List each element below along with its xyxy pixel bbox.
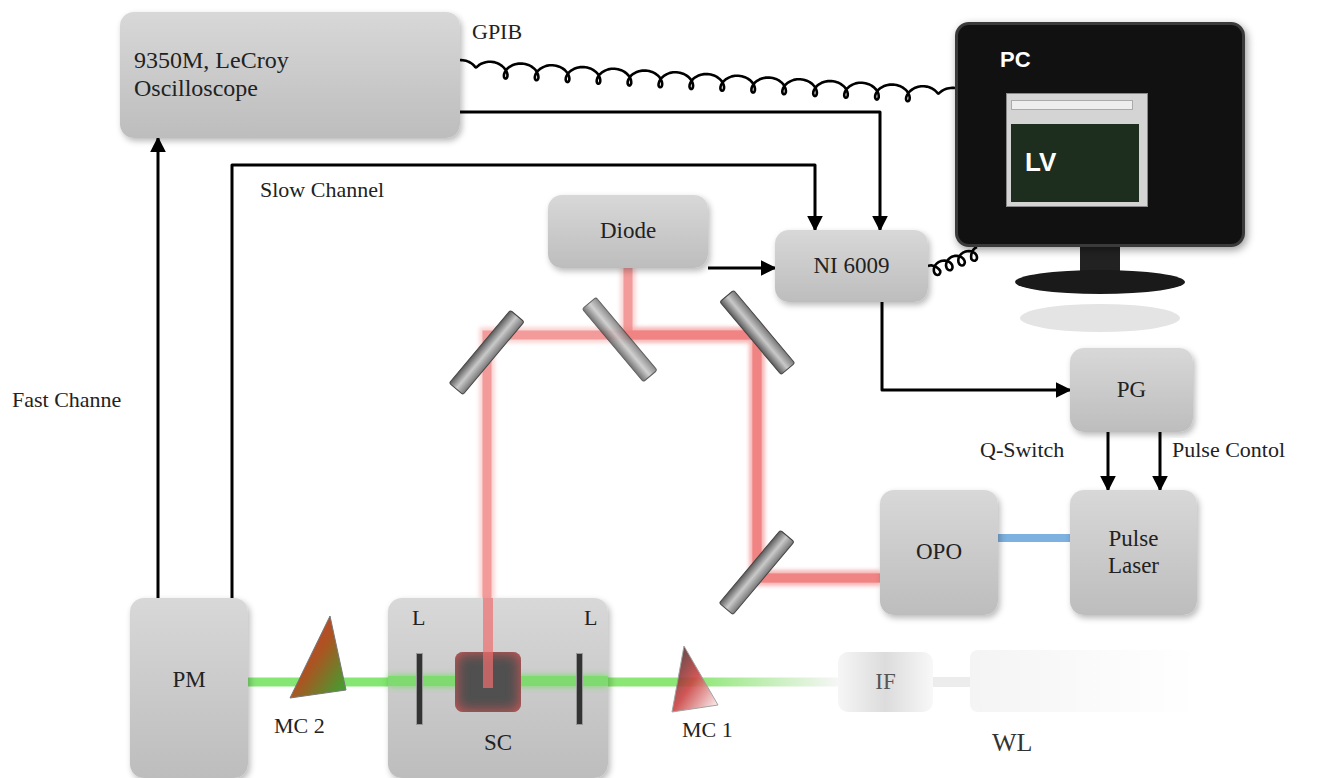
prism [672,646,718,712]
node-label: 9350M, LeCroy Oscilloscope [120,47,354,102]
beam-glow [487,335,880,598]
lens [416,653,423,725]
edge-label: Q-Switch [978,438,1066,462]
light-beam [608,678,838,687]
cable [928,247,977,275]
node-label: IF [875,669,895,695]
edge-label: Slow Channel [258,178,386,202]
instrument-box: 9350M, LeCroy Oscilloscope [120,12,460,138]
light-beam [933,677,970,687]
prism-label: MC 1 [680,718,735,742]
signal-arrow [708,267,775,270]
signal-arrow [1107,432,1110,490]
node-label: SC [388,730,608,756]
device-box: Pulse Laser [1070,490,1197,615]
monitor-stand [1015,245,1185,332]
node-label: Diode [600,218,656,244]
light-beam [487,335,880,598]
screen: LV [1006,93,1148,207]
device-box: PG [1070,348,1193,432]
prism-label: MC 2 [272,714,327,738]
red-beam [483,598,493,688]
edge-label: Pulse Contol [1170,438,1287,462]
toolbar [1011,100,1133,110]
edge-label: GPIB [470,20,524,44]
cable [460,60,955,101]
edge-label: Fast Channe [10,388,123,412]
lens-label: L [582,606,599,630]
window: LV [1011,124,1139,202]
screen-label: LV [1011,148,1056,178]
node-label: OPO [916,539,962,565]
lens-label: L [410,606,427,630]
node-label: PM [172,667,205,693]
prism [290,616,346,698]
detector-box: PM [130,598,248,778]
node-label: PG [1117,377,1146,403]
node-label: Pulse Laser [1094,526,1174,579]
monitor-label: PC [1000,47,1031,72]
node-label: WL [992,728,1032,758]
signal-arrow [157,138,160,598]
node-label: NI 6009 [813,253,889,279]
device-box: Diode [548,195,708,268]
mirror [449,290,794,614]
lens [576,653,583,725]
lamp-box: WL [970,650,1200,712]
filter-box: IF [838,652,933,712]
signal-arrow [1159,432,1162,490]
daq-box: NI 6009 [775,230,928,302]
light-beam [998,534,1070,542]
device-box: OPO [880,490,998,615]
signal-arrow [232,165,815,598]
monitor: PC LV [955,22,1245,247]
